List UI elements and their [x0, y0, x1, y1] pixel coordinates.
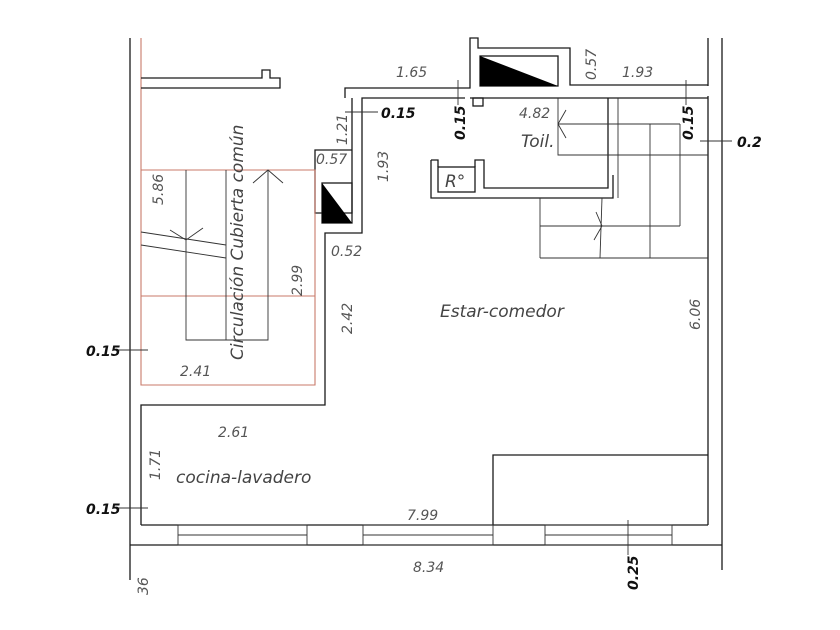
dim-label: 0.15 — [681, 105, 697, 140]
dim-label: 0.2 — [737, 135, 762, 151]
dim-label: 0.57 — [316, 152, 347, 168]
room-label-cocina: cocina-lavadero — [176, 468, 311, 488]
dim-label: 2.99 — [290, 265, 306, 296]
walls — [118, 37, 732, 580]
dim-label: 0.15 — [86, 502, 121, 518]
dim-label: 7.99 — [407, 508, 438, 524]
dim-label: 6.06 — [688, 299, 704, 330]
dim-label: 0.52 — [331, 244, 362, 260]
dim-label: 1.93 — [622, 65, 653, 81]
room-label-toilet: Toil. — [521, 132, 555, 152]
dim-label: 0.15 — [381, 106, 416, 122]
dim-label: 1.71 — [148, 449, 164, 480]
dim-label: 2.42 — [340, 303, 356, 334]
dim-label: 1.65 — [396, 65, 427, 81]
dim-label: 0.15 — [86, 344, 121, 360]
dim-label: 2.41 — [180, 364, 211, 380]
dim-label: 5.86 — [151, 174, 167, 205]
dim-label: 4.82 — [519, 106, 550, 122]
dim-label: 36 — [136, 577, 152, 595]
dim-label: 0.15 — [453, 105, 469, 140]
room-label-estar: Estar-comedor — [440, 302, 565, 322]
room-label-circulacion: Circulación Cubierta común — [228, 125, 248, 360]
dim-label: 1.93 — [376, 151, 392, 182]
dim-label: 0.57 — [584, 49, 600, 80]
windows — [177, 524, 673, 546]
dim-label: 2.61 — [218, 425, 249, 441]
dim-label: 8.34 — [413, 560, 444, 576]
dim-label: 0.25 — [626, 555, 642, 590]
dim-label: 1.21 — [335, 114, 351, 145]
room-label-refrigerator: R° — [445, 172, 465, 192]
